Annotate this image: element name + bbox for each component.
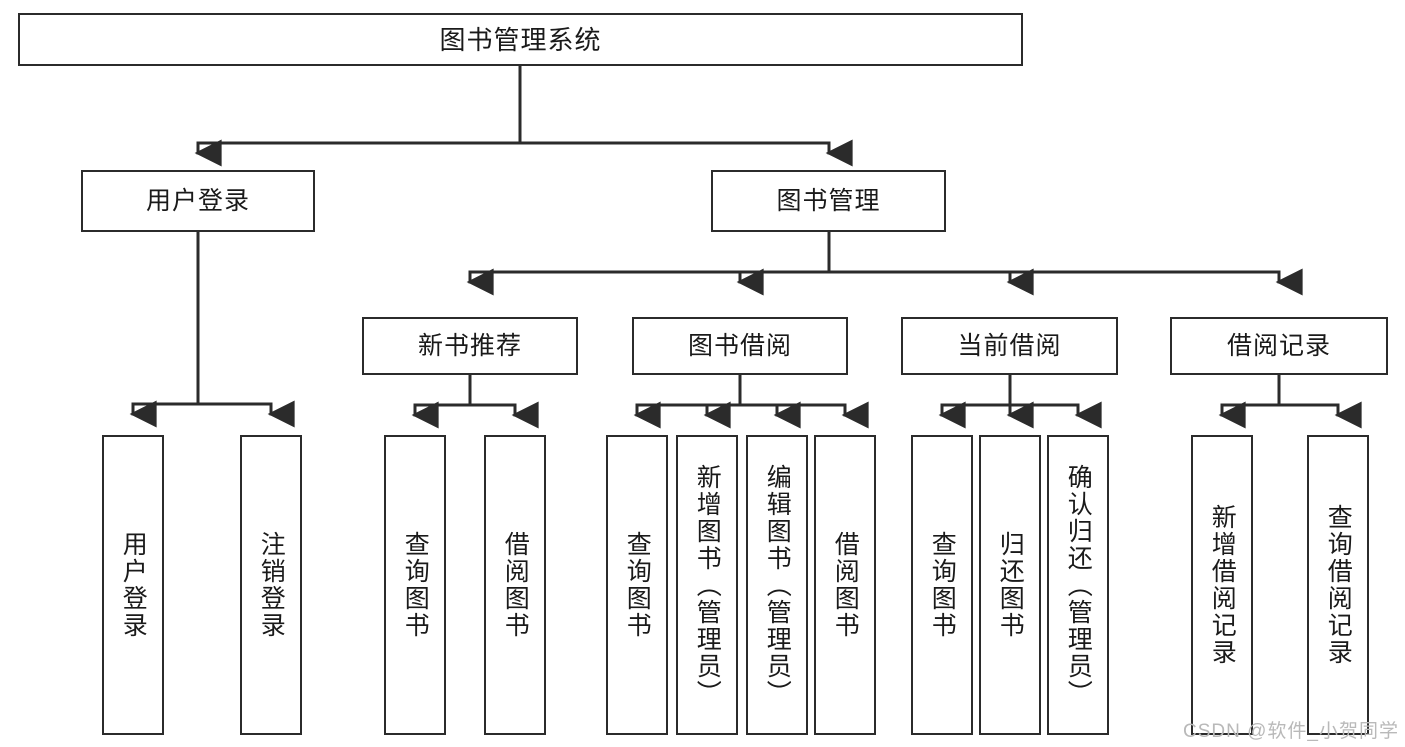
node-label: 查询图书 <box>928 531 957 639</box>
leaf-edit-book[interactable]: 编辑图书（管理员） <box>746 435 808 735</box>
leaf-confirm-return[interactable]: 确认归还（管理员） <box>1047 435 1109 735</box>
leaf-query-book-1[interactable]: 查询图书 <box>384 435 446 735</box>
node-label: 借阅图书 <box>501 531 530 639</box>
leaf-query-book-2[interactable]: 查询图书 <box>606 435 668 735</box>
leaf-logout[interactable]: 注销登录 <box>240 435 302 735</box>
node-book-management[interactable]: 图书管理 <box>711 170 946 232</box>
node-label: 查询图书 <box>623 531 652 639</box>
node-label: 用户登录 <box>119 531 148 639</box>
node-label: 借阅记录 <box>1226 331 1331 360</box>
leaf-borrow-book-2[interactable]: 借阅图书 <box>814 435 876 735</box>
node-label: 图书借阅 <box>687 331 792 360</box>
node-book-borrow[interactable]: 图书借阅 <box>632 317 848 375</box>
node-root[interactable]: 图书管理系统 <box>18 13 1023 66</box>
node-label: 编辑图书（管理员） <box>763 463 792 707</box>
node-borrow-record[interactable]: 借阅记录 <box>1170 317 1388 375</box>
node-label: 用户登录 <box>145 186 250 215</box>
node-label: 新书推荐 <box>417 331 522 360</box>
node-label: 查询借阅记录 <box>1324 504 1353 666</box>
leaf-return-book[interactable]: 归还图书 <box>979 435 1041 735</box>
node-label: 归还图书 <box>996 531 1025 639</box>
node-label: 新增借阅记录 <box>1208 504 1237 666</box>
node-label: 当前借阅 <box>957 331 1062 360</box>
node-label: 图书管理 <box>776 186 881 215</box>
leaf-query-record[interactable]: 查询借阅记录 <box>1307 435 1369 735</box>
node-user-login[interactable]: 用户登录 <box>81 170 315 232</box>
leaf-add-record[interactable]: 新增借阅记录 <box>1191 435 1253 735</box>
node-label: 新增图书（管理员） <box>693 463 722 707</box>
leaf-borrow-book-1[interactable]: 借阅图书 <box>484 435 546 735</box>
node-label: 确认归还（管理员） <box>1064 463 1093 707</box>
node-label: 借阅图书 <box>831 531 860 639</box>
node-label: 注销登录 <box>257 531 286 639</box>
leaf-add-book[interactable]: 新增图书（管理员） <box>676 435 738 735</box>
csdn-watermark: CSDN @软件_小贺同学 <box>1183 721 1399 742</box>
leaf-query-book-3[interactable]: 查询图书 <box>911 435 973 735</box>
leaf-user-login[interactable]: 用户登录 <box>102 435 164 735</box>
node-current-borrow[interactable]: 当前借阅 <box>901 317 1118 375</box>
node-label: 图书管理系统 <box>439 24 602 55</box>
node-new-book-recommend[interactable]: 新书推荐 <box>362 317 578 375</box>
node-label: 查询图书 <box>401 531 430 639</box>
